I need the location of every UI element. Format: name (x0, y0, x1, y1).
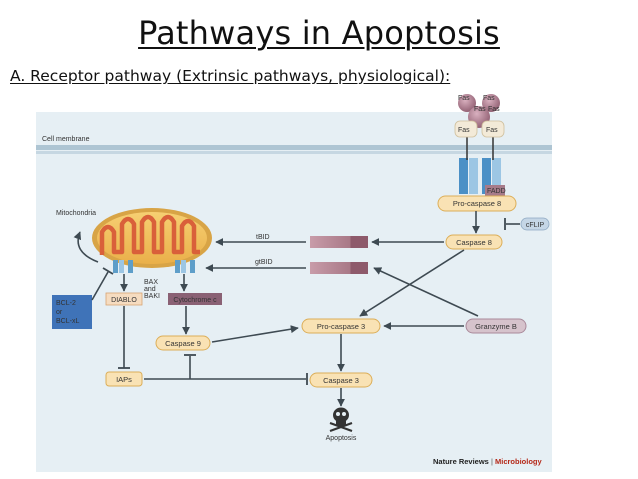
granzyme-label: Granzyme B (475, 322, 517, 331)
fas-label: Fas (458, 127, 470, 134)
fas-label: Fas (486, 127, 498, 134)
caspase9-label: Caspase 9 (165, 339, 201, 348)
iaps-box (105, 371, 143, 387)
fas-label: Fas (483, 95, 495, 102)
mitochondria-label: Mitochondria (56, 210, 96, 217)
mito-pore-channels (113, 260, 195, 273)
mito-curved-arrow (73, 231, 99, 263)
cflip-pill (520, 217, 550, 231)
fas-label: Fas (458, 95, 470, 102)
arrow-casp9-procasp3 (211, 325, 299, 343)
apoptosis-label: Apoptosis (326, 435, 357, 442)
arrow-casp8-procasp3 (359, 249, 465, 317)
fas-receptor-cluster (454, 94, 505, 194)
tbid-bar (310, 236, 368, 248)
caspase8-pill (445, 234, 503, 250)
cflip-label: cFLIP (526, 222, 545, 229)
bcl2-label-line1: BCL-2 (56, 300, 76, 307)
fas-label: Fas (474, 106, 486, 113)
caspase9-pill (155, 335, 211, 351)
caspase3-label: Caspase 3 (323, 376, 359, 385)
diablo-label: DIABLO (111, 297, 137, 304)
procaspase3-pill (301, 318, 381, 334)
skull-icon (329, 407, 353, 433)
bax-label-line3: BAKI (144, 293, 160, 300)
mitochondrion (92, 208, 212, 268)
procaspase3-label: Pro-caspase 3 (317, 322, 365, 331)
gtbid-bar (310, 262, 368, 274)
credit-journal: Nature Reviews (433, 457, 489, 466)
caspase8-label: Caspase 8 (456, 238, 492, 247)
inhibit-bcl2 (91, 271, 109, 301)
cell-membrane-label: Cell membrane (42, 136, 90, 143)
bax-label-line1: BAX (144, 279, 158, 286)
diablo-box (105, 292, 143, 306)
gtbid-label: gtBID (255, 259, 273, 266)
arrow-granzyme-gtbid (373, 267, 479, 317)
fadd-label: FADD (487, 188, 506, 195)
iaps-label: IAPs (116, 375, 132, 384)
slide-subtitle: A. Receptor pathway (Extrinsic pathways,… (10, 67, 451, 85)
bcl2-box (52, 295, 92, 329)
procaspase8-label: Pro-caspase 8 (453, 199, 501, 208)
credit-section: Microbiology (495, 457, 542, 466)
slide-title: Pathways in Apoptosis (138, 14, 500, 52)
bcl2-label-line3: BCL-xL (56, 318, 79, 325)
procaspase8-pill (437, 195, 517, 212)
cytochrome-label: Cytochrome c (173, 297, 217, 304)
cytochrome-box (168, 293, 222, 305)
credit-separator: | (491, 457, 493, 466)
cell-membrane (36, 145, 552, 154)
tbid-label: tBID (256, 234, 270, 241)
bcl2-label-line2: or (56, 309, 63, 316)
figure-credit: Nature Reviews | Microbiology (433, 457, 542, 466)
bax-label-line2: and (144, 286, 156, 293)
fadd-box (485, 185, 505, 196)
inhibit-bcl2-bar (102, 267, 114, 275)
granzyme-pill (465, 318, 527, 334)
fas-label: Fas (488, 106, 500, 113)
caspase3-pill (309, 372, 373, 388)
